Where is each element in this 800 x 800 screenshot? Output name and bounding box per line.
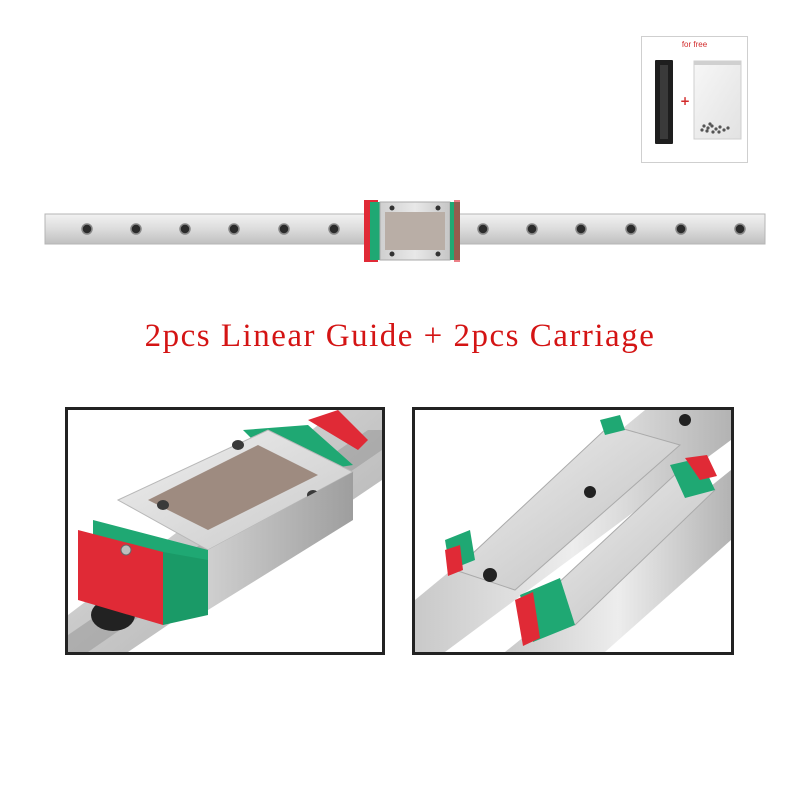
end-seal-left [370,202,380,260]
carriage-block [364,200,460,262]
lower-carriage-cap [515,592,540,646]
mounting-holes [483,414,691,582]
linear-rail-with-carriage [40,186,770,276]
plastic-bag-icon [693,60,742,140]
free-accessories-inset: for free + [641,36,748,163]
product-headline: 2pcs Linear Guide + 2pcs Carriage [144,318,656,354]
grease-nipple-screw [120,544,132,556]
carriage-side-face [208,472,353,610]
upper-carriage-cap [445,545,463,576]
accessories-illustration: + [655,60,742,144]
rail-mounting-holes [81,223,746,235]
carriage-top-plate [385,212,445,250]
for-free-label: for free [681,40,708,49]
carriage-top-plate [148,445,318,530]
rail-angled-photo [412,407,734,655]
end-cap-front [78,530,163,625]
end-cap-rear [308,410,368,450]
upper-carriage [454,424,682,591]
steel-balls-icon [700,122,730,134]
carriage-closeup-photo [65,407,385,655]
plus-icon: + [680,94,690,108]
